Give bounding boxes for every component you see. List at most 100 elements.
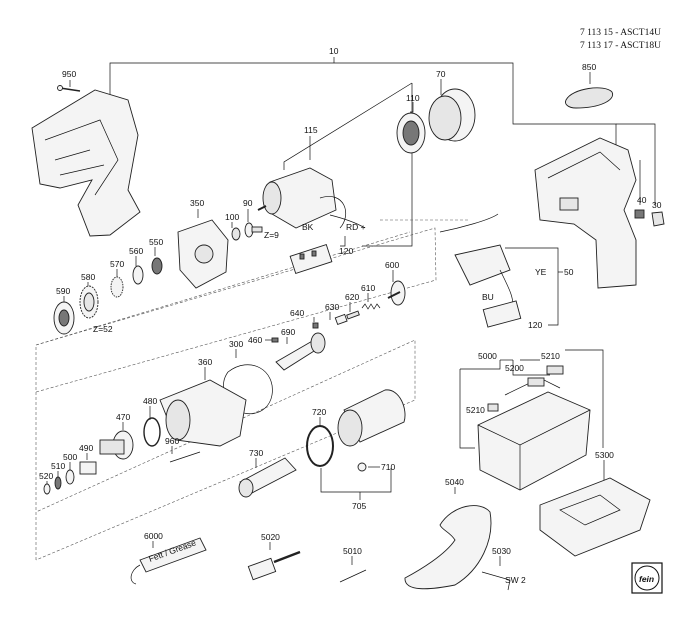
housing-half-left-shape xyxy=(31,89,141,237)
label-480: 480 xyxy=(143,396,157,406)
bit-5010-shape xyxy=(339,569,367,583)
model-line-2: 7 113 17 - ASCT18U xyxy=(580,41,661,51)
label-10: 10 xyxy=(329,46,339,56)
ring-550-shape xyxy=(151,257,163,275)
label-5040: 5040 xyxy=(445,477,464,487)
connector-120-upper-shape xyxy=(289,244,333,274)
grease-tube-6000-shape xyxy=(130,537,207,585)
part-40-shape xyxy=(634,209,645,219)
label-510: 510 xyxy=(51,461,65,471)
fein-logo-frame xyxy=(631,562,663,594)
label-590: 590 xyxy=(56,286,70,296)
clip-5200-shape xyxy=(527,377,545,387)
label-620: 620 xyxy=(345,292,359,302)
label-500: 500 xyxy=(63,452,77,462)
label-560: 560 xyxy=(129,246,143,256)
ring-480-shape xyxy=(143,417,161,447)
assembly-dashed-lines xyxy=(35,219,470,561)
gear-570-shape xyxy=(110,276,124,298)
washer-560-shape xyxy=(132,265,144,285)
pinion-90-shape xyxy=(244,222,263,238)
washer-500-shape xyxy=(65,469,75,485)
wire-label-rd: RD + xyxy=(346,222,366,232)
label-610: 610 xyxy=(361,283,375,293)
label-730: 730 xyxy=(249,448,263,458)
label-90: 90 xyxy=(243,198,253,208)
model-line-1: 7 113 15 - ASCT14U xyxy=(580,28,661,38)
label-5300: 5300 xyxy=(595,450,614,460)
label-5200: 5200 xyxy=(505,363,524,373)
clip-5210a-shape xyxy=(546,365,564,375)
label-640: 640 xyxy=(290,308,304,318)
label-110: 110 xyxy=(406,93,420,103)
ring-70-shape xyxy=(428,88,476,142)
ring-520-shape xyxy=(43,483,51,495)
label-120-upper: 120 xyxy=(339,246,353,256)
ring-710-shape xyxy=(357,462,367,472)
label-470: 470 xyxy=(116,412,130,422)
screw-950-shape xyxy=(57,85,81,92)
fan-110-shape xyxy=(396,112,426,154)
label-710: 710 xyxy=(381,462,395,472)
label-720: 720 xyxy=(312,407,326,417)
label-580: 580 xyxy=(81,272,95,282)
label-z9: Z=9 xyxy=(264,230,279,240)
label-600: 600 xyxy=(385,260,399,270)
label-5210-top: 5210 xyxy=(541,351,560,361)
clip-5210b-shape xyxy=(487,403,499,412)
bearing-590-shape xyxy=(53,301,75,335)
label-70: 70 xyxy=(436,69,446,79)
insert-5300-shape xyxy=(539,477,651,557)
screw-960-shape xyxy=(169,451,201,463)
electronics-50-shape xyxy=(439,213,522,328)
wire-label-bk: BK xyxy=(302,222,314,232)
label-50: 50 xyxy=(564,267,574,277)
label-6000: 6000 xyxy=(144,531,163,541)
part-labels: 10 950 70 110 115 850 40 30 350 100 90 1… xyxy=(39,46,662,556)
label-350: 350 xyxy=(190,198,204,208)
spring-610-shape xyxy=(361,303,381,310)
disc-600-shape xyxy=(387,280,406,306)
pin-620-shape xyxy=(346,310,360,320)
label-40: 40 xyxy=(637,195,647,205)
label-115: 115 xyxy=(304,125,318,135)
ball-640-shape xyxy=(312,322,319,329)
bearing-100-shape xyxy=(231,227,241,241)
case-5000-shape xyxy=(477,377,591,491)
collar-470-shape xyxy=(99,430,134,460)
label-5020: 5020 xyxy=(261,532,280,542)
wire-label-ye: YE xyxy=(535,267,547,277)
part-460-shape xyxy=(271,337,279,343)
label-360: 360 xyxy=(198,357,212,367)
bit-holder-730-shape xyxy=(238,457,297,498)
label-520: 520 xyxy=(39,471,53,481)
depth-stop-705-shape xyxy=(337,389,406,447)
label-30: 30 xyxy=(652,200,662,210)
sleeve-490-shape xyxy=(79,461,97,475)
label-5010: 5010 xyxy=(343,546,362,556)
label-460: 460 xyxy=(248,335,262,345)
motor-115-shape xyxy=(257,167,366,229)
hex-key-5030-shape xyxy=(481,571,511,591)
label-sw2: SW 2 xyxy=(505,575,526,585)
ring-720-shape xyxy=(306,425,334,467)
part-30-shape xyxy=(651,211,665,227)
label-5030: 5030 xyxy=(492,546,511,556)
label-5000: 5000 xyxy=(478,351,497,361)
label-705: 705 xyxy=(352,501,366,511)
label-490: 490 xyxy=(79,443,93,453)
label-850: 850 xyxy=(582,62,596,72)
part-shapes xyxy=(31,85,665,594)
label-570: 570 xyxy=(110,259,124,269)
label-550: 550 xyxy=(149,237,163,247)
sleeve-630-shape xyxy=(334,313,348,326)
spindle-690-shape xyxy=(275,332,326,371)
bit-holder-5020-shape xyxy=(247,550,301,581)
label-630: 630 xyxy=(325,302,339,312)
label-960: 960 xyxy=(165,436,179,446)
label-300: 300 xyxy=(229,339,243,349)
label-5210-left: 5210 xyxy=(466,405,485,415)
label-120-lower: 120 xyxy=(528,320,542,330)
housing-half-right-shape xyxy=(534,137,637,289)
